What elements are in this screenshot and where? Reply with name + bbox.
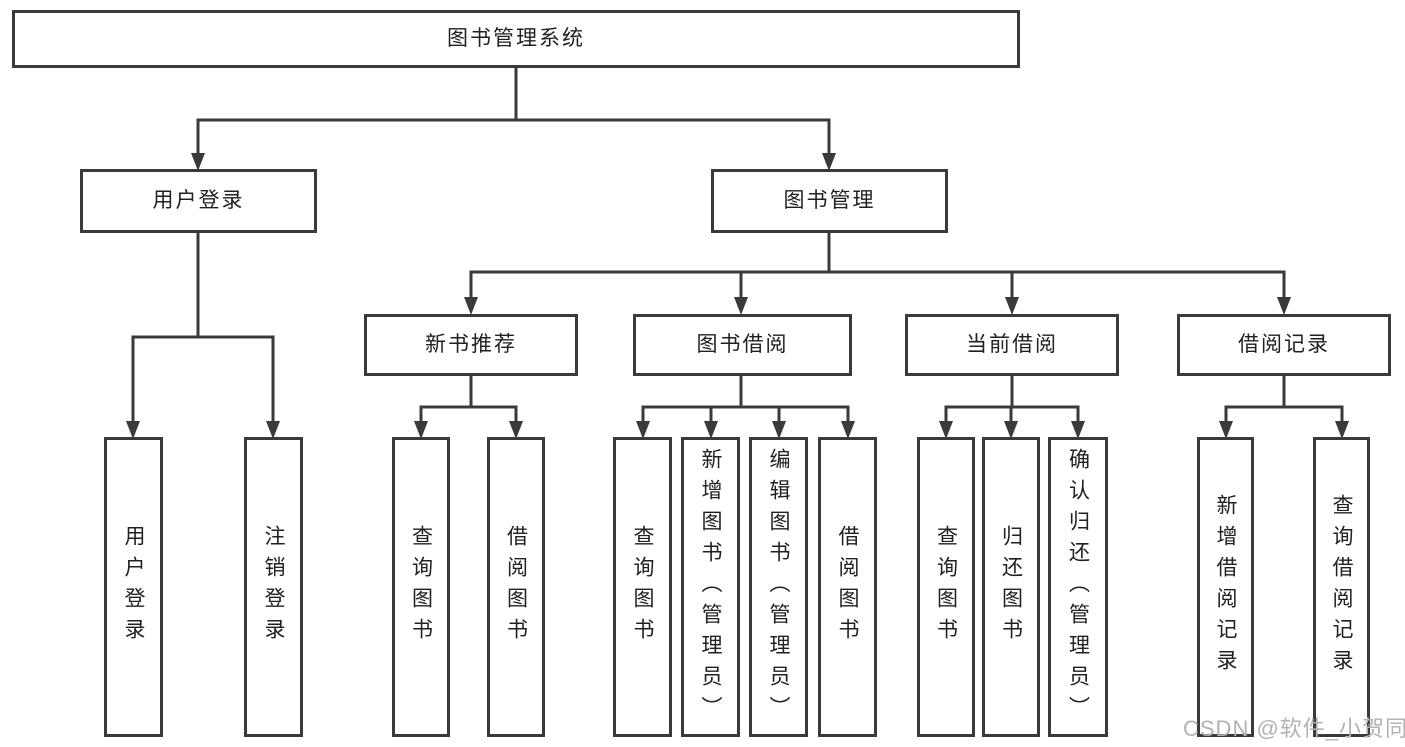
node-label: 借阅图书 <box>836 525 859 649</box>
node-label: 查询图书 <box>409 525 433 649</box>
node-new-book-recommend: 新书推荐 <box>364 314 578 376</box>
leaf-confirm-return-admin: 确认归还（管理员） <box>1048 437 1108 737</box>
leaf-user-login: 用户登录 <box>104 437 163 737</box>
node-label: 确认归还（管理员） <box>1066 447 1090 727</box>
leaf-query-books: 查询图书 <box>392 437 450 737</box>
leaf-add-books-admin: 新增图书（管理员） <box>681 437 740 737</box>
node-label: 新增借阅记录 <box>1214 494 1237 680</box>
node-label: 查询图书 <box>934 525 958 649</box>
node-label: 归还图书 <box>999 525 1023 649</box>
node-label: 新增图书（管理员） <box>699 447 722 727</box>
node-root-system: 图书管理系统 <box>12 10 1020 68</box>
node-label: 用户登录 <box>122 525 145 649</box>
node-user-login: 用户登录 <box>80 169 317 233</box>
node-label: 查询借阅记录 <box>1330 494 1353 680</box>
node-label: 借阅图书 <box>504 525 528 649</box>
leaf-query-books: 查询图书 <box>917 437 975 737</box>
node-label: 图书管理 <box>783 189 876 213</box>
node-label: 编辑图书（管理员） <box>767 447 790 727</box>
leaf-borrow-books: 借阅图书 <box>487 437 545 737</box>
leaf-query-borrow-record: 查询借阅记录 <box>1313 437 1370 737</box>
node-current-borrowing: 当前借阅 <box>905 314 1119 376</box>
leaf-edit-books-admin: 编辑图书（管理员） <box>749 437 808 737</box>
node-label: 图书管理系统 <box>447 27 585 51</box>
leaf-return-books: 归还图书 <box>982 437 1040 737</box>
node-label: 借阅记录 <box>1238 333 1330 357</box>
leaf-logout: 注销登录 <box>244 437 303 737</box>
arrowhead-icons <box>126 153 1349 439</box>
leaf-borrow-books: 借阅图书 <box>818 437 877 737</box>
csdn-watermark: CSDN @软件_小贺同学 <box>1183 716 1405 741</box>
leaf-query-books: 查询图书 <box>613 437 672 737</box>
node-label: 注销登录 <box>262 525 285 649</box>
node-book-management: 图书管理 <box>711 169 948 233</box>
node-book-borrowing: 图书借阅 <box>633 314 852 376</box>
node-label: 新书推荐 <box>425 333 517 357</box>
node-label: 图书借阅 <box>696 333 789 357</box>
node-label: 用户登录 <box>152 189 245 213</box>
node-label: 当前借阅 <box>966 333 1058 357</box>
node-borrow-records: 借阅记录 <box>1177 314 1391 376</box>
leaf-add-borrow-record: 新增借阅记录 <box>1197 437 1254 737</box>
node-label: 查询图书 <box>631 525 654 649</box>
